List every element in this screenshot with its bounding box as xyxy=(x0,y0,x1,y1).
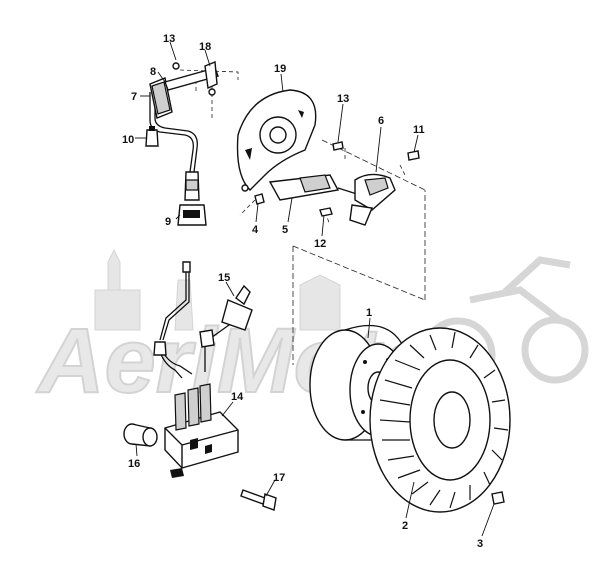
wire-terminal xyxy=(153,261,191,356)
lighting-coil-assembly xyxy=(149,61,219,119)
watermark-castle-icon xyxy=(94,248,341,331)
callout-labels: 1 2 3 4 5 6 7 8 9 10 11 12 13 13 14 15 1… xyxy=(122,33,483,550)
screw-13b xyxy=(332,141,344,151)
pickup-coil xyxy=(268,174,361,201)
callout-12: 12 xyxy=(314,238,326,250)
wire-cap xyxy=(145,126,159,147)
callout-15: 15 xyxy=(218,272,230,284)
callout-leaders xyxy=(135,41,495,537)
connector xyxy=(177,171,207,226)
mounting-bolt xyxy=(240,489,277,511)
callout-4: 4 xyxy=(252,224,259,236)
callout-7: 7 xyxy=(131,91,137,103)
stator-plate xyxy=(236,89,317,191)
callout-6: 6 xyxy=(378,115,384,127)
screws xyxy=(241,141,420,217)
callout-10: 10 xyxy=(122,134,134,146)
ignition-coil xyxy=(164,383,239,478)
screw-11 xyxy=(407,150,420,161)
cooling-fan xyxy=(369,327,511,513)
callout-18: 18 xyxy=(199,41,211,53)
collar-bushing xyxy=(123,423,158,447)
callout-2: 2 xyxy=(402,520,408,532)
callout-14: 14 xyxy=(231,391,244,403)
coil-bracket xyxy=(164,67,219,91)
callout-13-top: 13 xyxy=(163,33,175,45)
callout-19: 19 xyxy=(274,63,286,75)
fan-screw xyxy=(491,491,505,505)
screw-4 xyxy=(254,193,265,205)
screw-13a xyxy=(172,62,180,70)
callout-8: 8 xyxy=(150,66,156,78)
callout-9: 9 xyxy=(165,216,171,228)
callout-3: 3 xyxy=(477,538,483,550)
callout-16: 16 xyxy=(128,458,140,470)
callout-13-right: 13 xyxy=(337,93,349,105)
callout-17: 17 xyxy=(273,472,285,484)
callout-11: 11 xyxy=(413,124,425,136)
breaker-point xyxy=(349,173,396,226)
callout-5: 5 xyxy=(282,224,288,236)
screw-12 xyxy=(319,207,333,217)
callout-1: 1 xyxy=(366,307,372,319)
spark-plug-cap xyxy=(199,284,253,348)
